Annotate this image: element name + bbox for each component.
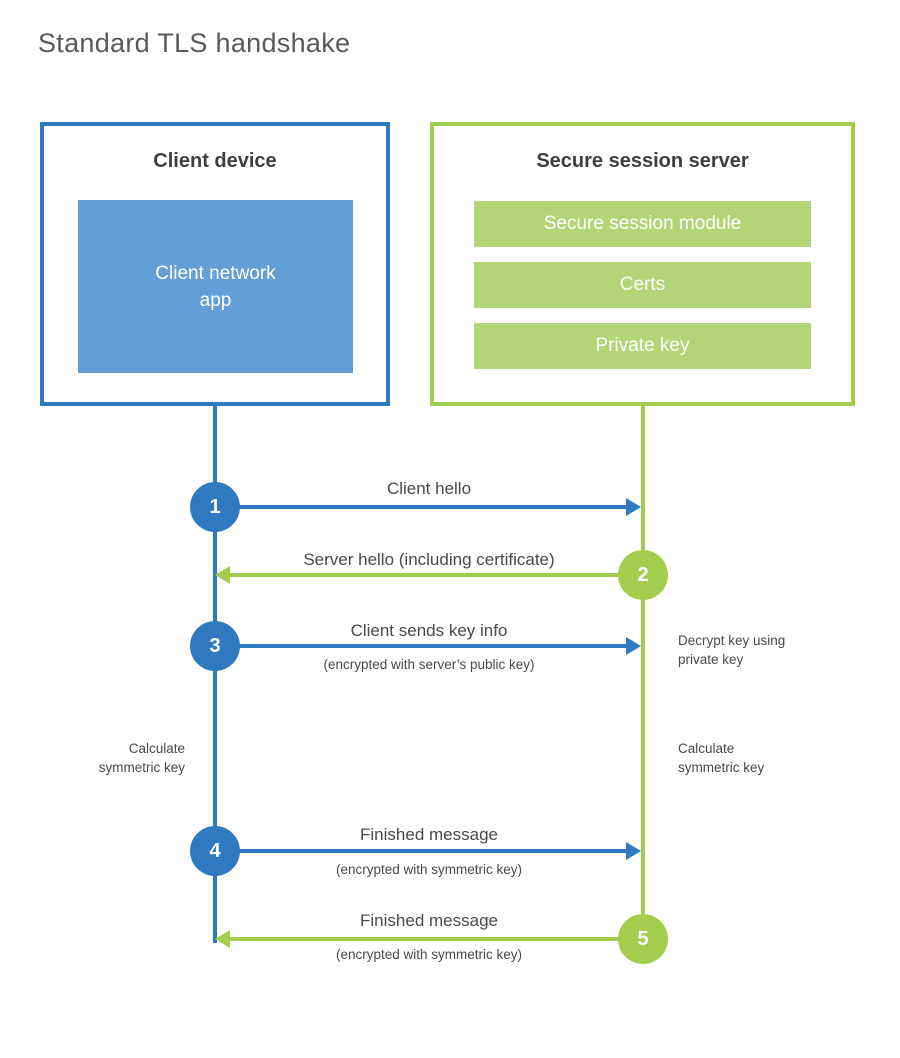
- secure-session-server-box: Secure session server Secure session mod…: [430, 122, 855, 406]
- server-lifeline: [641, 406, 645, 940]
- server-module-secure-session: Secure session module: [474, 201, 811, 247]
- client-network-app-module: Client network app: [78, 200, 353, 373]
- step1-label: Client hello: [386, 479, 472, 498]
- page-title: Standard TLS handshake: [38, 28, 351, 58]
- step4-circle: 4: [190, 826, 240, 876]
- step5-label: Finished message: [360, 911, 498, 930]
- client-device-box: Client device Client network app: [40, 122, 390, 406]
- step3-circle: 3: [190, 621, 240, 671]
- step5-sublabel: (encrypted with symmetric key): [335, 947, 523, 962]
- step1-arrowhead-right-icon: [626, 498, 641, 516]
- step3-arrowhead-right-icon: [626, 637, 641, 655]
- step4-arrow-line: [215, 849, 627, 853]
- step2-circle: 2: [618, 550, 668, 600]
- step4-arrowhead-right-icon: [626, 842, 641, 860]
- step3-arrow-line: [215, 644, 627, 648]
- step4-sublabel: (encrypted with symmetric key): [335, 862, 523, 877]
- step3-label: Client sends key info: [350, 621, 508, 640]
- client-lifeline: [213, 406, 217, 943]
- note-calculate-symmetric-key-server: Calculate symmetric key: [678, 741, 765, 775]
- client-device-title: Client device: [153, 150, 277, 172]
- server-module-certs: Certs: [474, 262, 811, 308]
- server-module-private-key: Private key: [474, 323, 811, 369]
- step1-circle: 1: [190, 482, 240, 532]
- step5-arrow-line: [230, 937, 643, 941]
- secure-session-server-title: Secure session server: [536, 150, 749, 172]
- step1-arrow-line: [215, 505, 627, 509]
- step2-arrow-line: [230, 573, 643, 577]
- step2-arrowhead-left-icon: [215, 566, 230, 584]
- step5-arrowhead-left-icon: [215, 930, 230, 948]
- step5-circle: 5: [618, 914, 668, 964]
- note-decrypt-key: Decrypt key using private key: [678, 633, 786, 667]
- step4-label: Finished message: [360, 825, 498, 844]
- step2-label: Server hello (including certificate): [303, 550, 555, 569]
- note-calculate-symmetric-key-client: Calculate symmetric key: [98, 741, 185, 775]
- step3-sublabel: (encrypted with server’s public key): [323, 657, 535, 672]
